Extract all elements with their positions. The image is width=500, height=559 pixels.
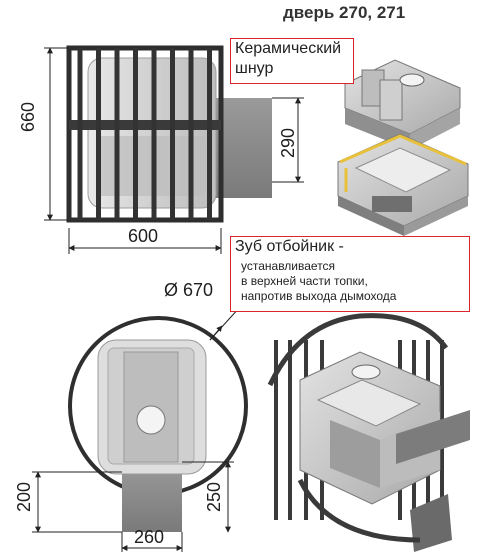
deflector-tooth-line-3: напротив выхода дымохода [241, 289, 397, 303]
deflector-tooth-line-2: в верхней части топки, [241, 274, 368, 288]
deflector-tooth-title: Зуб отбойник - [235, 238, 344, 255]
dim-290: 290 [278, 127, 298, 158]
firebox-top-part [344, 59, 461, 150]
dim-660: 660 [18, 101, 38, 132]
dim-260: 260 [134, 527, 165, 547]
front-view [66, 45, 272, 223]
dim-250: 250 [204, 481, 224, 512]
ceramic-cord-label-2: шнур [235, 60, 274, 77]
cage-bars [77, 48, 212, 220]
top-view [68, 316, 248, 532]
firebox-lower-part [337, 133, 469, 236]
dim-600: 600 [128, 226, 159, 246]
ceramic-cord [339, 134, 467, 166]
flue-pipe [208, 98, 272, 198]
ceramic-cord-label-1: Керамический [235, 40, 342, 57]
deflector-tooth-line-1: устанавливается [241, 259, 336, 273]
cutaway-view [267, 313, 470, 552]
cage-frame [66, 45, 224, 223]
dim-diameter-670: Ø 670 [164, 280, 214, 300]
door-caption: дверь 270, 271 [283, 3, 406, 22]
deflector-tooth-callout: Зуб отбойник - устанавливается в верхней… [230, 236, 470, 312]
dim-200: 200 [14, 481, 34, 512]
cutaway-flue [410, 494, 452, 552]
ceramic-cord-callout: Керамический шнур [230, 38, 354, 84]
